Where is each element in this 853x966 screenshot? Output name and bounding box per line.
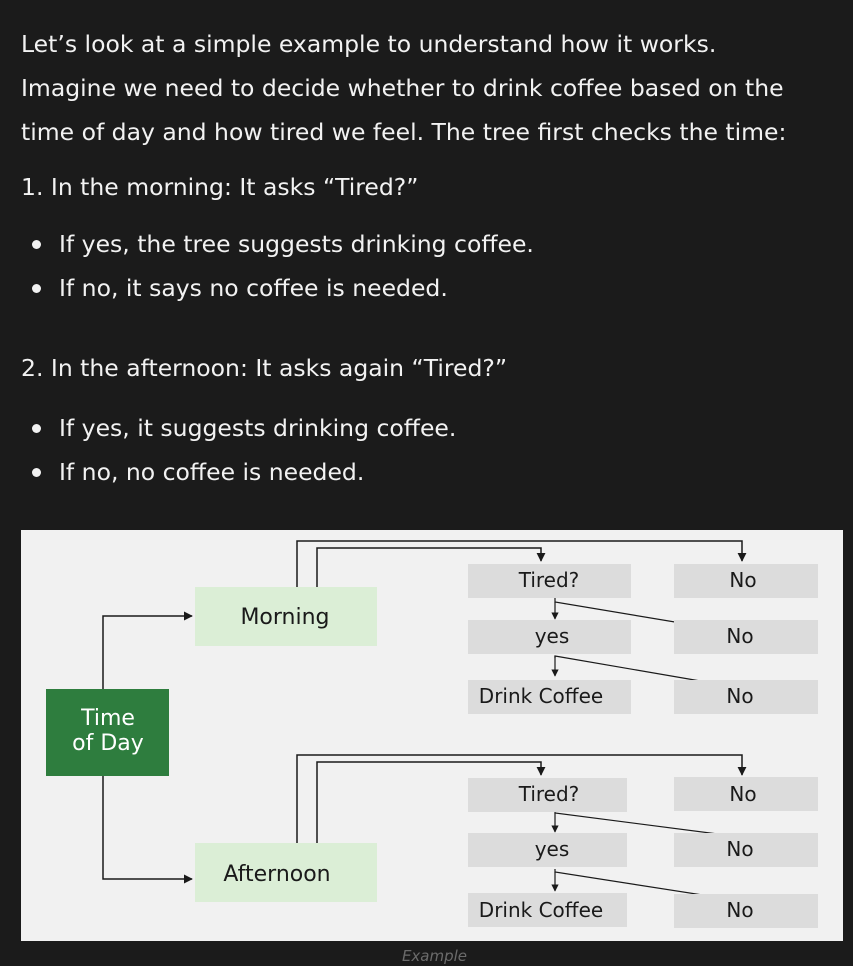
list-item: If yes, it suggests drinking coffee. bbox=[21, 406, 456, 450]
afternoon-coffee-node bbox=[468, 893, 627, 927]
afternoon-no-1-node bbox=[674, 777, 818, 811]
morning-yes-node bbox=[468, 620, 631, 654]
morning-no-2-label: No bbox=[726, 624, 753, 648]
afternoon-yes-node bbox=[468, 833, 627, 867]
root-label-line-2: of Day bbox=[72, 731, 144, 756]
edge-afternoon-tired bbox=[316, 761, 546, 843]
morning-no-1-label: No bbox=[729, 568, 756, 592]
intro-paragraph: Let’s look at a simple example to unders… bbox=[21, 22, 846, 154]
figure-caption: Example bbox=[401, 947, 468, 965]
morning-node bbox=[195, 587, 377, 646]
morning-no-2-node bbox=[674, 620, 818, 654]
decision-tree-figure: Time of Day Morning Afternoon Tired? No … bbox=[21, 530, 843, 941]
morning-coffee-node bbox=[468, 680, 631, 714]
afternoon-no-3-label: No bbox=[726, 898, 753, 922]
root-node bbox=[46, 689, 169, 776]
intro-line-1: Let’s look at a simple example to unders… bbox=[21, 30, 717, 58]
edge-morning-tired bbox=[316, 547, 546, 587]
afternoon-no-1-label: No bbox=[729, 782, 756, 806]
decision-tree-diagram: Time of Day Morning Afternoon Tired? No … bbox=[46, 540, 818, 928]
section-2-list: If yes, it suggests drinking coffee. If … bbox=[21, 406, 456, 494]
list-item: If no, it says no coffee is needed. bbox=[21, 266, 534, 310]
morning-tired-label: Tired? bbox=[518, 568, 580, 592]
morning-coffee-label: Drink Coffee bbox=[479, 684, 603, 708]
afternoon-coffee-label: Drink Coffee bbox=[479, 898, 603, 922]
afternoon-no-3-node bbox=[674, 894, 818, 928]
afternoon-node bbox=[195, 843, 377, 902]
morning-no-1-node bbox=[674, 564, 818, 598]
morning-label: Morning bbox=[240, 605, 329, 630]
morning-no-3-label: No bbox=[726, 684, 753, 708]
list-item: If no, no coffee is needed. bbox=[21, 450, 456, 494]
section-1-heading: 1. In the morning: It asks “Tired?” bbox=[21, 173, 419, 201]
section-2-heading: 2. In the afternoon: It asks again “Tire… bbox=[21, 354, 508, 382]
morning-tired-node bbox=[468, 564, 631, 598]
afternoon-no-2-label: No bbox=[726, 837, 753, 861]
afternoon-tired-label: Tired? bbox=[518, 782, 580, 806]
edge-root-afternoon bbox=[102, 776, 193, 884]
edge-afternoon-no bbox=[296, 754, 747, 843]
edge-morning-no bbox=[296, 540, 747, 587]
afternoon-no-2-node bbox=[674, 833, 818, 867]
intro-line-2: Imagine we need to decide whether to dri… bbox=[21, 74, 784, 102]
morning-no-3-node bbox=[674, 680, 818, 714]
list-item: If yes, the tree suggests drinking coffe… bbox=[21, 222, 534, 266]
section-1-list: If yes, the tree suggests drinking coffe… bbox=[21, 222, 534, 310]
edge-root-morning bbox=[102, 611, 193, 689]
root-label-line-1: Time bbox=[80, 706, 135, 731]
intro-line-3: time of day and how tired we feel. The t… bbox=[21, 118, 787, 146]
morning-yes-label: yes bbox=[535, 624, 570, 648]
afternoon-label: Afternoon bbox=[223, 862, 330, 887]
afternoon-tired-node bbox=[468, 778, 627, 812]
afternoon-yes-label: yes bbox=[535, 837, 570, 861]
